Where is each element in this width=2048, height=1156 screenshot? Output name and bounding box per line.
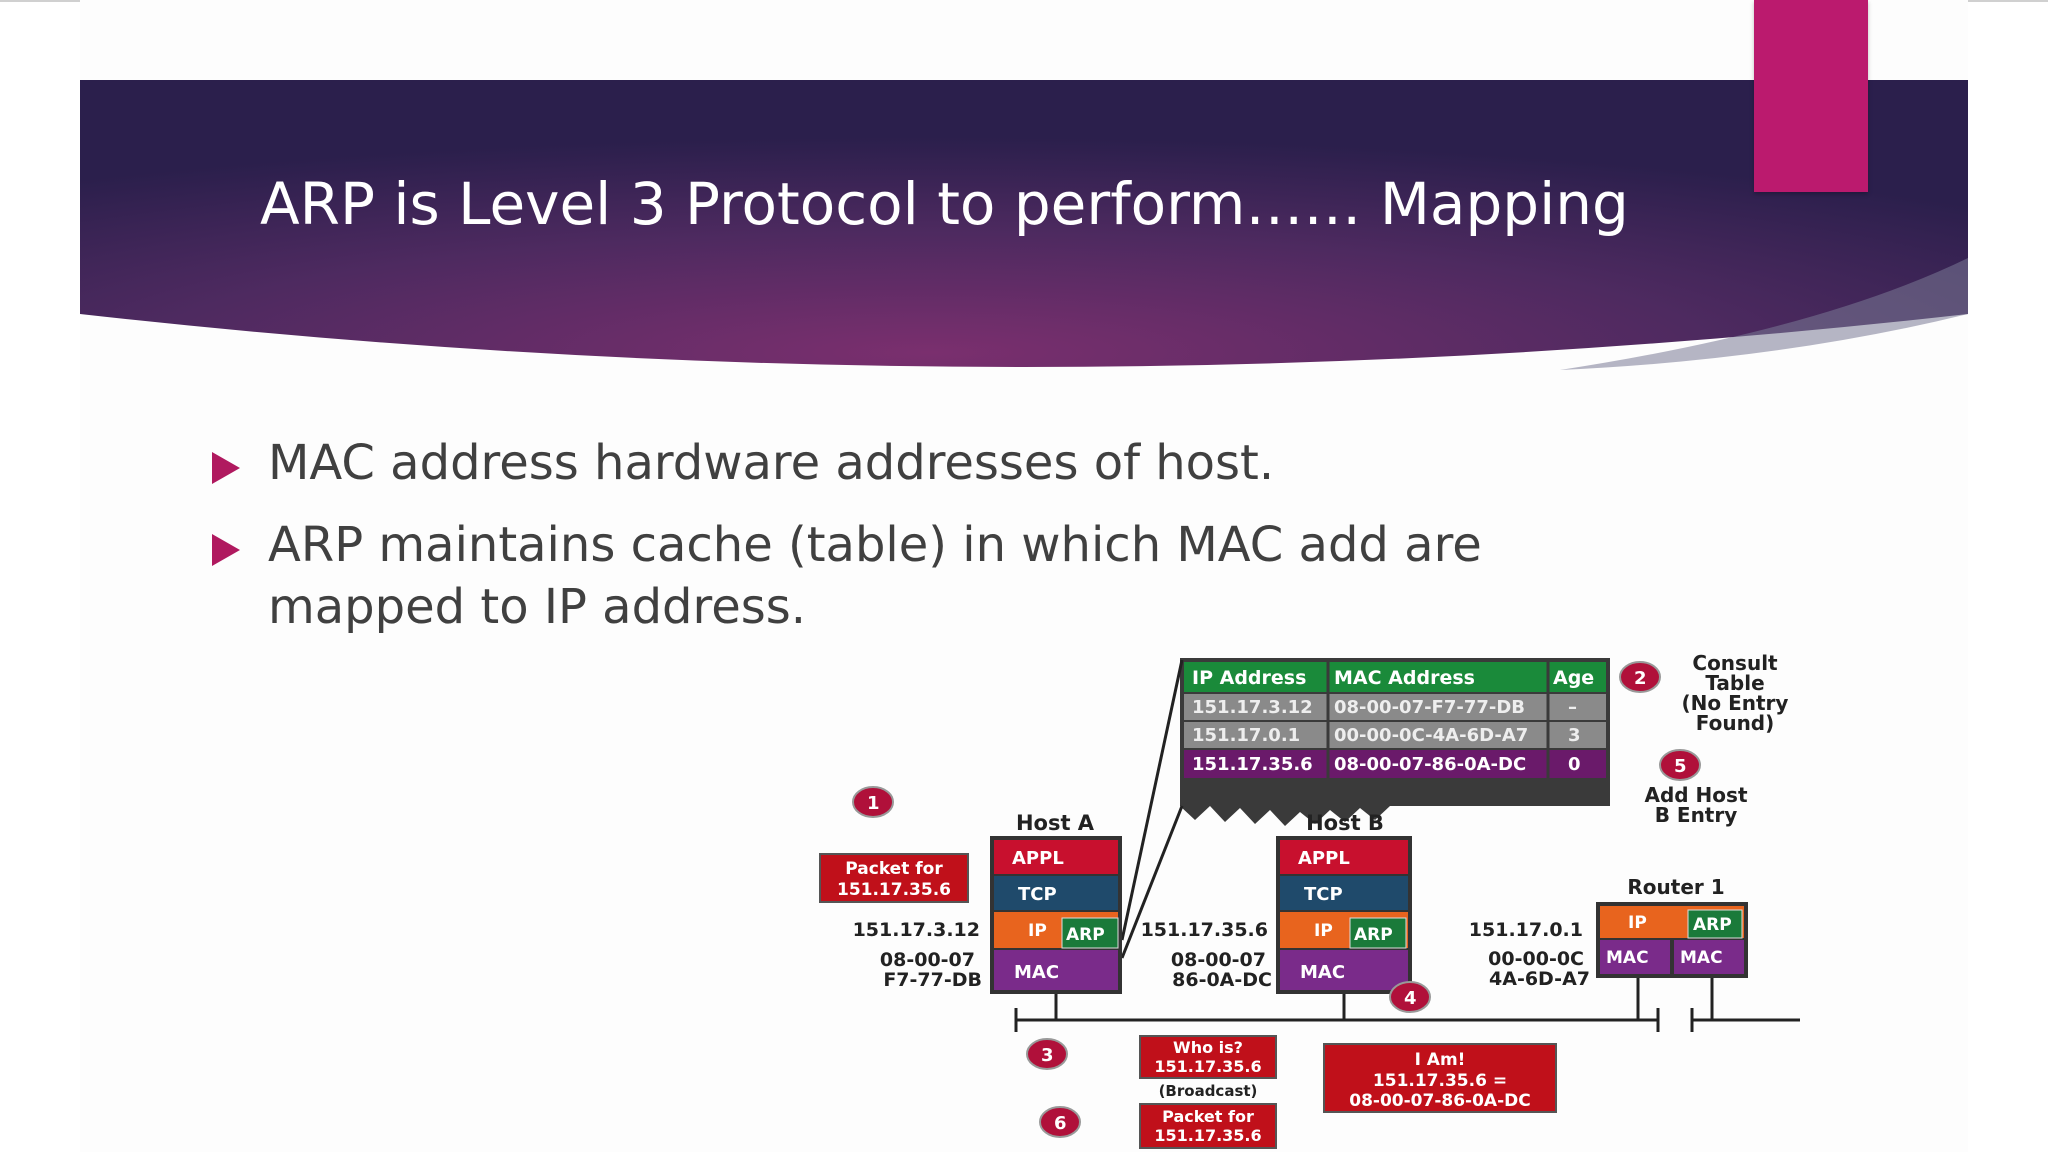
host-a-mac: F7-77-DB [883, 969, 982, 991]
packet-text: 151.17.35.6 [837, 880, 951, 900]
host-a-ip: 151.17.3.12 [853, 919, 980, 941]
broadcast-label: (Broadcast) [1159, 1082, 1258, 1100]
title-banner [80, 80, 1968, 370]
table-cell: 151.17.0.1 [1192, 725, 1300, 746]
table-header-mac: MAC Address [1334, 667, 1475, 689]
slide-title: ARP is Level 3 Protocol to perform…… Map… [260, 170, 1629, 238]
router-mac: 00-00-0C [1488, 948, 1584, 970]
packet-text: Packet for [845, 859, 943, 879]
who-is-text: 151.17.35.6 [1154, 1057, 1261, 1076]
step-number: 2 [1634, 668, 1647, 689]
step-number: 4 [1404, 988, 1417, 1009]
router-stack: IP ARP MAC MAC [1596, 902, 1748, 978]
layer-label: MAC [1014, 962, 1059, 983]
table-cell: 08-00-07-86-0A-DC [1334, 754, 1526, 775]
layer-label: APPL [1298, 848, 1350, 869]
router-mac: 4A-6D-A7 [1489, 968, 1590, 990]
layer-label: TCP [1018, 884, 1057, 905]
layer-label: IP [1628, 913, 1647, 933]
host-a-title: Host A [1016, 811, 1095, 835]
who-is-text: Who is? [1173, 1038, 1243, 1057]
router-ip: 151.17.0.1 [1469, 919, 1583, 941]
i-am-box [1323, 1043, 1557, 1113]
host-b-mac: 08-00-07 [1171, 949, 1266, 971]
step-marker [1026, 1038, 1068, 1070]
layer-label: ARP [1066, 925, 1105, 945]
packet-text: Packet for [1162, 1107, 1254, 1126]
step-number: 1 [867, 793, 880, 814]
i-am-text: 08-00-07-86-0A-DC [1349, 1091, 1530, 1111]
bullet-triangle-icon [212, 452, 240, 484]
step-marker [1619, 661, 1661, 693]
layer-label: APPL [1012, 848, 1064, 869]
table-header-age: Age [1553, 667, 1594, 689]
host-a-mac: 08-00-07 [880, 949, 975, 971]
table-cell: – [1568, 697, 1577, 718]
table-cell: 151.17.35.6 [1192, 754, 1313, 775]
i-am-text: I Am! [1415, 1050, 1466, 1070]
step2-text: Table [1705, 671, 1764, 695]
host-b-mac: 86-0A-DC [1172, 969, 1272, 991]
router-title: Router 1 [1627, 875, 1724, 899]
layer-label: MAC [1606, 948, 1649, 968]
who-is-box [1139, 1035, 1277, 1079]
packet-box [819, 853, 969, 903]
host-b-ip: 151.17.35.6 [1141, 919, 1268, 941]
layer-label: IP [1028, 921, 1047, 941]
step2-text: (No Entry [1682, 691, 1789, 715]
table-cell: 0 [1568, 754, 1581, 775]
step-marker [1659, 749, 1701, 781]
step5-text: B Entry [1655, 803, 1738, 827]
accent-tab [1754, 0, 1868, 192]
packet-text: 151.17.35.6 [1154, 1126, 1261, 1145]
layer-label: IP [1314, 921, 1333, 941]
layer-label: ARP [1693, 915, 1732, 935]
layer-label: MAC [1300, 962, 1345, 983]
table-cell: 08-00-07-F7-77-DB [1334, 697, 1525, 718]
step-marker [852, 786, 894, 818]
host-b-stack: APPL TCP IP ARP MAC [1276, 836, 1412, 994]
step-number: 3 [1041, 1045, 1054, 1066]
bullet-text: MAC address hardware addresses of host. [268, 435, 1275, 491]
layer-label: TCP [1304, 884, 1343, 905]
table-header-ip: IP Address [1192, 667, 1306, 689]
step-number: 5 [1674, 756, 1687, 777]
arp-table: IP Address MAC Address Age 151.17.3.12 0… [1180, 658, 1610, 826]
host-a-stack: APPL TCP IP ARP MAC [990, 836, 1122, 994]
table-cell: 151.17.3.12 [1192, 697, 1313, 718]
bullet-text: ARP maintains cache (table) in which MAC… [268, 517, 1482, 635]
i-am-text: 151.17.35.6 = [1373, 1071, 1507, 1091]
step2-text: Found) [1696, 711, 1775, 735]
step-marker [1389, 981, 1431, 1013]
step-number: 6 [1054, 1113, 1067, 1134]
table-cell: 00-00-0C-4A-6D-A7 [1334, 725, 1528, 746]
table-cell: 3 [1568, 725, 1581, 746]
host-b-title: Host B [1306, 811, 1384, 835]
arp-diagram: IP Address MAC Address Age 151.17.3.12 0… [800, 640, 1810, 1152]
packet-box [1139, 1103, 1277, 1149]
step2-text: Consult [1692, 651, 1778, 675]
layer-label: MAC [1680, 948, 1723, 968]
step-marker [1039, 1106, 1081, 1138]
layer-label: ARP [1354, 925, 1393, 945]
step5-text: Add Host [1644, 783, 1747, 807]
bullet-triangle-icon [212, 534, 240, 566]
network-bus [1014, 978, 1800, 1032]
